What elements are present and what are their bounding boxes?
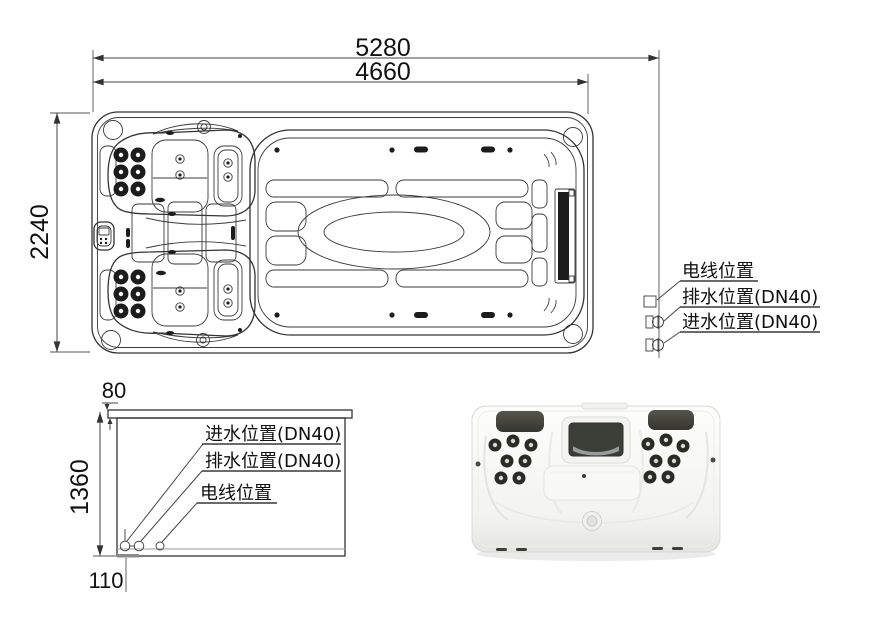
edge-jet-dots: [274, 146, 513, 318]
product-photo-svg: [471, 402, 721, 561]
small-jet-icon: [223, 158, 233, 182]
control-panel-icon: [93, 221, 115, 251]
console-screen: [568, 422, 624, 457]
swim-area: [249, 129, 585, 336]
photo-jets-right: [641, 433, 690, 484]
side-base-pad: [117, 554, 139, 558]
drain-icon: [582, 511, 602, 531]
side-rim-lip: [107, 409, 353, 419]
side-ports: [119, 529, 165, 552]
photo-jets-left: [488, 434, 538, 485]
side-callouts: 进水位置(DN40) 排水位置(DN40) 电线位置: [126, 424, 341, 543]
waterfall-bar-icon: [554, 188, 576, 284]
pipe-fitting-icon: [645, 338, 664, 352]
headrest-right: [648, 410, 694, 430]
dimension-offset: 110: [88, 558, 127, 593]
corner-fitting-icon: [103, 120, 123, 140]
side-callout-drain: 排水位置(DN40): [205, 451, 341, 472]
plan-callout-inlet: 进水位置(DN40): [682, 312, 818, 333]
seat-top: [99, 123, 256, 217]
plan-view: 5280 4660 2240: [26, 34, 820, 358]
plan-callout-drain: 排水位置(DN40): [682, 287, 818, 308]
side-view: 80 1360 110: [66, 378, 353, 593]
console: [561, 416, 631, 464]
dim-80-label: 80: [102, 378, 126, 403]
plan-callout-power: 电线位置: [682, 261, 754, 282]
dim-110-label: 110: [88, 568, 123, 593]
corner-fitting-icon: [101, 330, 121, 350]
dim-2240-label: 2240: [26, 204, 54, 260]
dim-5280-label: 5280: [355, 34, 411, 62]
bottom-vents: [496, 547, 683, 551]
jet-cluster-icon: [113, 147, 146, 197]
dim-1360-label: 1360: [66, 459, 94, 515]
dimension-length-inner: 4660: [93, 58, 589, 114]
edge-fitting-icon: [196, 120, 211, 347]
plan-callouts: 电线位置 排水位置(DN40) 进水位置(DN40): [656, 261, 820, 344]
headrest-left: [496, 411, 544, 432]
dimension-width: 2240: [26, 112, 90, 353]
tub-inner-rim: [97, 117, 588, 348]
pipe-fitting-icon: [645, 315, 664, 329]
corner-fitting-icon: [563, 324, 583, 344]
corner-fitting-icon: [563, 127, 583, 147]
center-bench: [126, 197, 247, 276]
dimension-rim-height: 80: [102, 378, 126, 430]
small-jet-icon: [175, 154, 185, 180]
side-callout-inlet: 进水位置(DN40): [205, 424, 341, 445]
center-tray: [543, 465, 641, 501]
side-body: [116, 417, 346, 557]
rim-detail: [581, 402, 629, 410]
dim-4660-label: 4660: [355, 58, 411, 86]
side-callout-power: 电线位置: [200, 483, 272, 504]
product-photo: [466, 402, 726, 564]
plan-fittings: [643, 295, 664, 352]
dimension-body-height: 1360: [66, 412, 116, 557]
seat-bottom: [99, 249, 256, 343]
tub-outer-shell: [91, 111, 594, 354]
dimension-length-outer: 5280: [92, 34, 660, 358]
